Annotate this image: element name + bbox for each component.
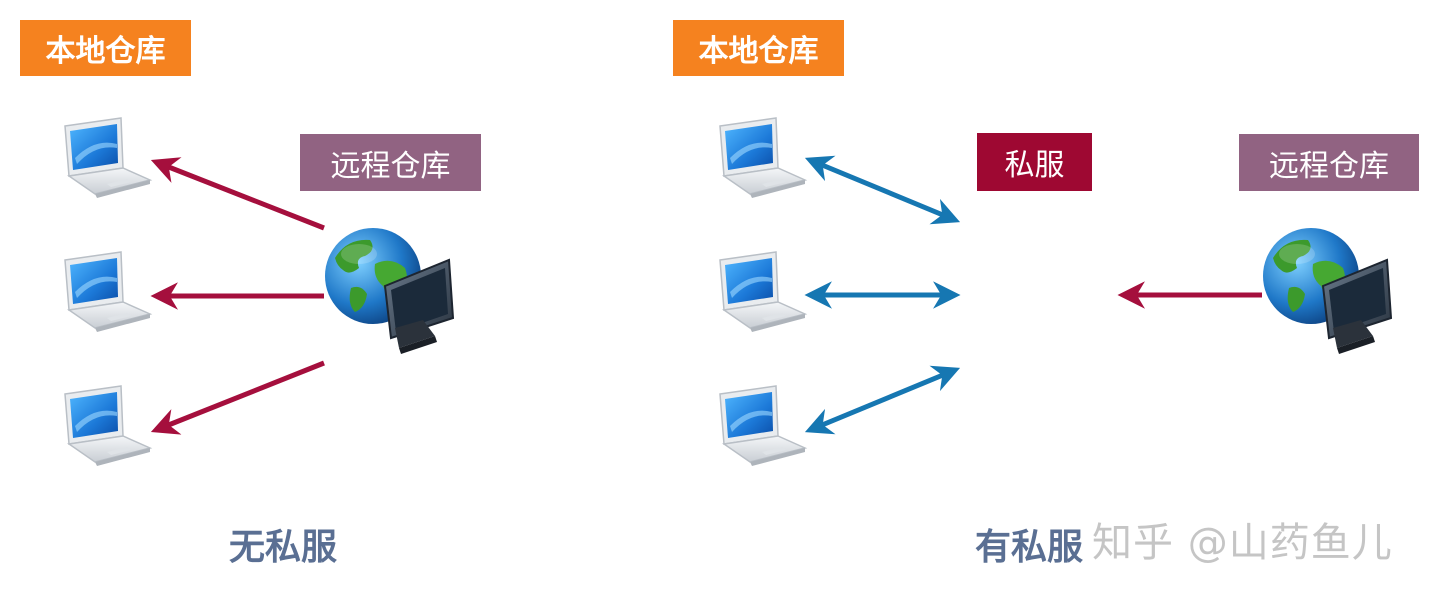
globe-computer-icon [324, 227, 454, 355]
local-repo-label: 本地仓库 [20, 20, 191, 76]
laptop-icon [719, 251, 806, 333]
laptop-icon [64, 117, 151, 199]
laptop-icon [719, 117, 806, 199]
local-repo-label: 本地仓库 [673, 20, 844, 76]
panel-caption: 无私服 [229, 527, 338, 568]
download-arrow [150, 360, 325, 435]
remote-repo-label: 远程仓库 [1239, 134, 1419, 191]
private-server-label: 私服 [977, 133, 1092, 191]
remote-repo-label: 远程仓库 [300, 134, 481, 191]
globe-computer-icon [1262, 227, 1392, 355]
panel-caption: 有私服 [975, 527, 1084, 568]
laptop-icon [64, 251, 151, 333]
download-arrow [150, 157, 325, 231]
two-way-arrow [804, 365, 961, 435]
laptop-icon [64, 385, 151, 467]
two-way-arrow [804, 155, 961, 225]
laptop-icon [719, 385, 806, 467]
watermark-text: 知乎 @山药鱼儿 [1092, 520, 1393, 566]
